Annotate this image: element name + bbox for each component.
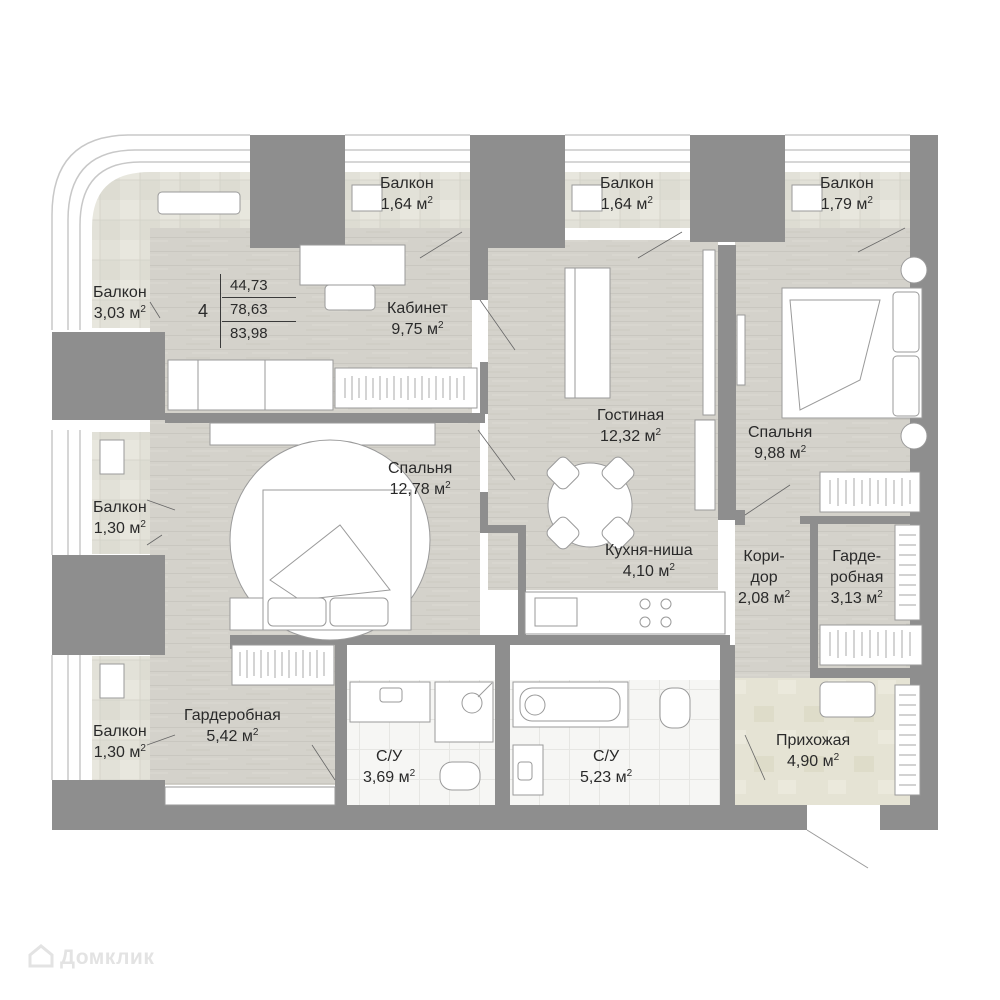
room-area: 1,30 м2 bbox=[93, 519, 146, 538]
room-area: 1,79 м2 bbox=[820, 195, 873, 214]
room-label-balcony-4: Балкон 3,03 м2 bbox=[93, 282, 147, 324]
room-area: 2,08 м2 bbox=[738, 589, 791, 608]
room-area: 5,23 м2 bbox=[580, 768, 633, 787]
room-label-wardrobe-west: Гардеробная 5,42 м2 bbox=[184, 705, 281, 747]
watermark: Домклик bbox=[28, 944, 154, 970]
room-area: 9,75 м2 bbox=[391, 320, 444, 339]
room-label-corridor: Кори-дор 2,08 м2 bbox=[738, 546, 790, 609]
room-area: 9,88 м2 bbox=[754, 444, 807, 463]
room-label-hall: Прихожая 4,90 м2 bbox=[776, 730, 850, 772]
room-name: Балкон bbox=[380, 175, 434, 192]
room-name: Балкон bbox=[93, 723, 147, 740]
room-label-balcony-3: Балкон 1,79 м2 bbox=[820, 173, 874, 215]
leader-lines bbox=[146, 227, 906, 781]
house-logo-icon bbox=[28, 944, 54, 968]
apartment-summary: 4 44,73 78,63 83,98 bbox=[186, 274, 296, 348]
study-furniture bbox=[167, 244, 611, 446]
room-name: Кабинет bbox=[387, 300, 448, 317]
room-name: дор bbox=[750, 569, 778, 586]
room-label-bedroom-west: Спальня 12,78 м2 bbox=[388, 458, 452, 500]
room-area: 3,13 м2 bbox=[830, 589, 883, 608]
kitchen-furniture bbox=[524, 249, 726, 635]
hanger-marks bbox=[239, 376, 916, 786]
room-area: 12,78 м2 bbox=[389, 480, 451, 499]
watermark-text: Домклик bbox=[60, 946, 155, 969]
room-name: Гостиная bbox=[597, 407, 665, 424]
room-count: 4 bbox=[197, 300, 208, 321]
room-name: Спальня bbox=[748, 424, 813, 441]
room-name: Балкон bbox=[93, 284, 147, 301]
room-name: Гарде- bbox=[832, 548, 882, 565]
room-name: Гардеробная bbox=[184, 707, 281, 724]
walls bbox=[52, 135, 938, 830]
bedroom-east-furniture bbox=[736, 256, 928, 513]
wardrobe-furniture bbox=[164, 524, 923, 806]
room-area: 12,32 м2 bbox=[600, 427, 662, 446]
room-label-balcony-5: Балкон 1,30 м2 bbox=[93, 497, 147, 539]
room-name: Балкон bbox=[93, 499, 147, 516]
room-label-balcony-2: Балкон 1,64 м2 bbox=[600, 173, 654, 215]
room-label-living: Гостиная 12,32 м2 bbox=[597, 405, 664, 447]
room-area: 4,10 м2 bbox=[622, 562, 675, 581]
room-name: Балкон bbox=[600, 175, 654, 192]
room-label-bath-2: С/У 5,23 м2 bbox=[580, 746, 632, 788]
room-name: С/У bbox=[592, 748, 620, 765]
room-name: С/У bbox=[375, 748, 403, 765]
living-area-value: 44,73 bbox=[222, 274, 296, 298]
outer-balcony-frame bbox=[51, 134, 910, 780]
room-area: 1,64 м2 bbox=[380, 195, 433, 214]
room-name: Спальня bbox=[388, 460, 453, 477]
room-label-bath-1: С/У 3,69 м2 bbox=[363, 746, 415, 788]
total-area-value: 78,63 bbox=[222, 298, 296, 322]
entry-door bbox=[806, 829, 869, 869]
room-name: робная bbox=[830, 569, 884, 586]
balcony-furniture bbox=[99, 184, 823, 699]
room-label-bedroom-east: Спальня 9,88 м2 bbox=[748, 422, 812, 464]
room-name: Кухня-ниша bbox=[605, 542, 693, 559]
room-name: Прихожая bbox=[776, 732, 851, 749]
summary-divider bbox=[220, 274, 221, 348]
room-area: 5,42 м2 bbox=[206, 727, 259, 746]
room-area: 4,90 м2 bbox=[786, 752, 840, 771]
room-label-study: Кабинет 9,75 м2 bbox=[387, 298, 448, 340]
room-label-wardrobe-east: Гарде-робная 3,13 м2 bbox=[830, 546, 883, 609]
total-with-balconies-value: 83,98 bbox=[230, 325, 268, 342]
bathroom-fixtures bbox=[349, 681, 691, 796]
room-area: 3,03 м2 bbox=[93, 304, 146, 323]
room-label-balcony-1: Балкон 1,64 м2 bbox=[380, 173, 434, 215]
room-label-kitchen: Кухня-ниша 4,10 м2 bbox=[605, 540, 693, 582]
room-label-balcony-6: Балкон 1,30 м2 bbox=[93, 721, 147, 763]
room-area: 1,64 м2 bbox=[600, 195, 653, 214]
balcony-floors bbox=[92, 172, 910, 780]
bedroom-west-furniture bbox=[229, 439, 431, 686]
room-area: 1,30 м2 bbox=[93, 743, 146, 762]
room-name: Балкон bbox=[820, 175, 874, 192]
room-area: 3,69 м2 bbox=[363, 768, 416, 787]
room-name: Кори- bbox=[743, 548, 785, 565]
